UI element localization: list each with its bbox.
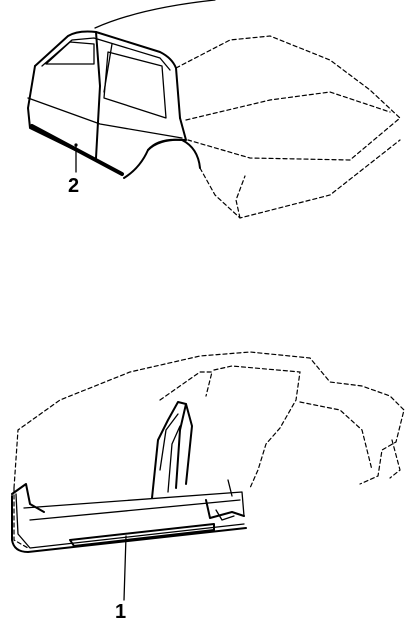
leader-line-1 [123, 535, 127, 601]
rear-quarter [123, 117, 187, 179]
leader-dot-2 [74, 143, 78, 147]
rocker-inner-channel [29, 499, 241, 521]
rear-door-opening [213, 365, 301, 489]
car-body-exterior [27, 0, 401, 219]
callout-label-1: 1 [115, 601, 127, 623]
trunk-outline [175, 35, 401, 161]
rocker-reinforcement [69, 523, 215, 547]
rear-window [103, 51, 167, 119]
window-frame [34, 30, 181, 119]
body-side-inner [11, 351, 405, 601]
quarter-panel [299, 401, 373, 471]
rear-tail [389, 439, 401, 479]
b-pillar [151, 401, 187, 499]
b-pillar-inner [159, 413, 179, 471]
front-window [45, 41, 95, 65]
rear-rocker-end [205, 499, 245, 519]
front-lower-outline [13, 487, 29, 549]
rocker-lower-edge [15, 493, 245, 549]
rear-step [227, 479, 233, 497]
front-door-opening [159, 371, 213, 401]
belt-line [27, 97, 183, 139]
rear-end-line [235, 175, 246, 219]
b-pillar-flange [167, 425, 181, 493]
rocker-molding [30, 124, 124, 176]
body-silhouette [13, 351, 405, 489]
door-split-line [95, 31, 101, 159]
rear-bracket [215, 509, 235, 521]
rocker-upper-flange [23, 491, 245, 517]
a-pillar-base [11, 483, 45, 513]
trunk-lid-line [185, 91, 391, 121]
rocker-outer-edge [11, 495, 247, 553]
wheel-arch [147, 138, 201, 169]
roof-line [94, 0, 216, 29]
callout-label-2: 2 [68, 175, 80, 197]
b-pillar-rear [185, 403, 193, 485]
